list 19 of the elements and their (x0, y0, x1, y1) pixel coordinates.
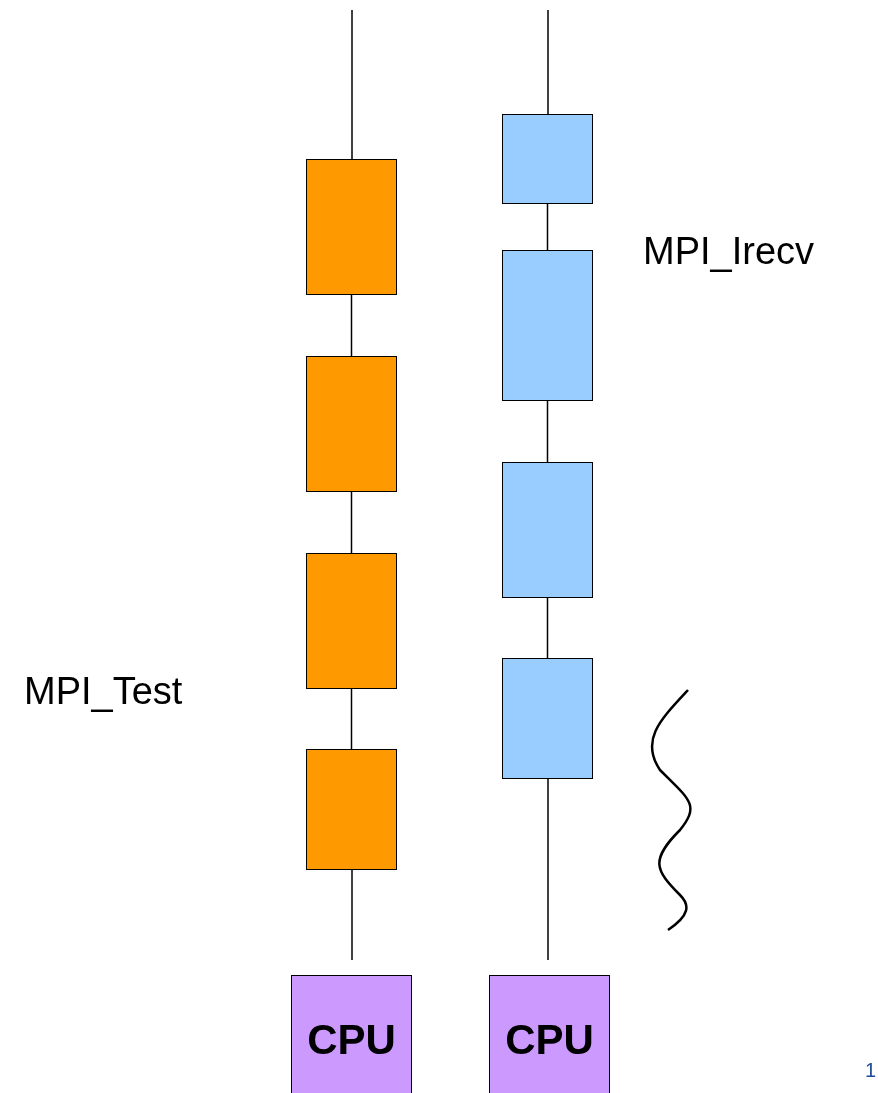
connector-line (350, 294, 353, 357)
cpu-box: CPU (291, 975, 412, 1093)
function-label: MPI_Irecv (643, 232, 815, 270)
cpu-box: CPU (489, 975, 610, 1093)
timeline-block (306, 356, 397, 492)
page-number: 1 (865, 1060, 877, 1080)
connector-line (350, 491, 353, 554)
timeline-block (306, 749, 397, 870)
function-label: MPI_Test (24, 672, 183, 710)
connector-line (546, 597, 549, 659)
connector-line (350, 688, 353, 750)
connector-line (546, 400, 549, 463)
timeline-block (502, 462, 593, 598)
timeline-block (502, 114, 593, 204)
timeline-block (306, 553, 397, 689)
timeline-block (306, 159, 397, 295)
connector-line (546, 203, 549, 251)
timeline-block (502, 658, 593, 779)
timeline-block (502, 250, 593, 401)
